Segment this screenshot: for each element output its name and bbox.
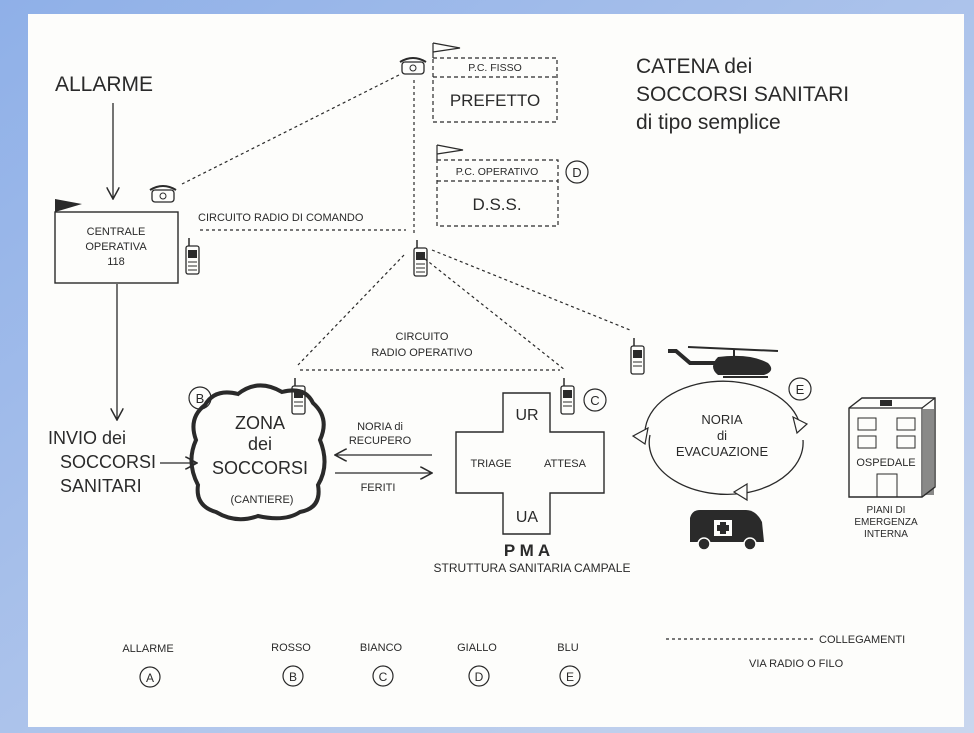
legend-letter-d: D: [475, 670, 484, 684]
centrale-line-2: OPERATIVA: [85, 241, 147, 253]
legend-label-b: ROSSO: [271, 642, 311, 654]
zona-marker: [188, 386, 212, 410]
pma-ur: UR: [515, 407, 538, 424]
zona-line-2: dei: [248, 434, 272, 454]
paper-sheet: [28, 14, 964, 727]
circuito-operativo-line-2: RADIO OPERATIVO: [371, 347, 473, 359]
noria-evac-line-1: NORIA: [701, 412, 743, 427]
legend-label-e: BLU: [557, 642, 578, 654]
ambulance-icon: [690, 510, 764, 551]
radio-links: [181, 74, 631, 371]
pma-triage: TRIAGE: [471, 458, 512, 470]
pma-ua: UA: [516, 509, 539, 526]
pc-operativo-body: D.S.S.: [472, 195, 521, 214]
telephone-icon: [399, 57, 427, 75]
radio-icon: [413, 240, 428, 277]
allarme-label: ALLARME: [55, 73, 153, 96]
flag-icon: [436, 144, 464, 155]
centrale-line-3: 118: [107, 256, 125, 268]
radio-icon: [291, 378, 306, 415]
pma-name: P M A: [504, 541, 550, 560]
circuito-comando-label: CIRCUITO RADIO DI COMANDO: [198, 212, 364, 224]
noria-recupero-line-2: RECUPERO: [349, 435, 412, 447]
legend-label-c: BIANCO: [360, 642, 403, 654]
noria-evacuazione: NORIA di EVACUAZIONE: [631, 380, 809, 502]
zona-marker-letter: B: [196, 391, 205, 406]
zona-soccorsi-cloud: ZONA dei SOCCORSI (CANTIERE): [189, 383, 327, 522]
noria-evac-line-3: EVACUAZIONE: [676, 444, 769, 459]
legend-letter-c: C: [379, 670, 388, 684]
legend-link-line-2: VIA RADIO O FILO: [749, 658, 844, 670]
title-line-1: CATENA dei: [636, 55, 752, 78]
legend-link-line-1: COLLEGAMENTI: [819, 634, 905, 646]
pc-fisso-header: P.C. FISSO: [468, 62, 522, 74]
pc-operativo-marker: [565, 160, 589, 184]
noria-recupero-line-1: NORIA di: [357, 421, 403, 433]
pc-operativo-marker-letter: D: [572, 165, 581, 180]
radio-icon: [560, 378, 575, 415]
diagram-title: CATENA dei SOCCORSI SANITARI di tipo sem…: [636, 55, 849, 134]
ospedale-label: OSPEDALE: [856, 457, 915, 469]
pc-fisso-box: P.C. FISSO PREFETTO: [432, 42, 558, 123]
radio-icon: [630, 338, 645, 375]
legend: ALLARME A ROSSO B BIANCO C GIALLO D BLU …: [122, 634, 905, 688]
ospedale-line-3: INTERNA: [864, 529, 908, 540]
invio-line-1: INVIO dei: [48, 428, 126, 448]
centrale-operativa-box: CENTRALE OPERATIVA 118: [54, 199, 179, 284]
ospedale-line-2: EMERGENZA: [854, 517, 918, 528]
legend-letter-e: E: [566, 670, 574, 684]
pma-subtitle: STRUTTURA SANITARIA CAMPALE: [434, 561, 631, 575]
pma-cross: UR TRIAGE ATTESA UA P M A STRUTTURA SANI…: [434, 392, 631, 575]
zona-line-1: ZONA: [235, 413, 285, 433]
helicopter-icon: [668, 346, 779, 378]
noria-evac-marker: [788, 377, 812, 401]
pc-operativo-header: P.C. OPERATIVO: [456, 166, 538, 178]
feriti-label: FERITI: [361, 482, 396, 494]
telephone-icon: [149, 185, 177, 203]
zona-line-3: SOCCORSI: [212, 458, 308, 478]
flag-icon: [432, 42, 461, 53]
ospedale-line-1: PIANI DI: [867, 505, 906, 516]
invio-soccorsi: INVIO dei SOCCORSI SANITARI: [48, 428, 197, 496]
noria-evac-marker-letter: E: [796, 382, 805, 397]
pma-marker-letter: C: [590, 393, 599, 408]
title-line-3: di tipo semplice: [636, 111, 781, 134]
pc-fisso-body: PREFETTO: [450, 91, 540, 110]
flag-icon: [55, 199, 82, 212]
centrale-line-1: CENTRALE: [87, 226, 146, 238]
legend-letter-b: B: [289, 670, 297, 684]
pma-marker: [583, 388, 607, 412]
hospital-icon: OSPEDALE: [848, 397, 936, 498]
pma-attesa: ATTESA: [544, 458, 587, 470]
invio-line-2: SOCCORSI: [60, 452, 156, 472]
circuito-operativo-line-1: CIRCUITO: [396, 331, 449, 343]
legend-label-d: GIALLO: [457, 642, 497, 654]
invio-line-3: SANITARI: [60, 476, 142, 496]
legend-letter-a: A: [146, 671, 154, 685]
radio-icon: [185, 238, 200, 275]
pc-operativo-box: P.C. OPERATIVO D.S.S. D: [436, 144, 589, 227]
title-line-2: SOCCORSI SANITARI: [636, 83, 849, 106]
noria-evac-line-2: di: [717, 428, 727, 443]
legend-label-a: ALLARME: [122, 643, 173, 655]
zona-line-4: (CANTIERE): [231, 494, 294, 506]
